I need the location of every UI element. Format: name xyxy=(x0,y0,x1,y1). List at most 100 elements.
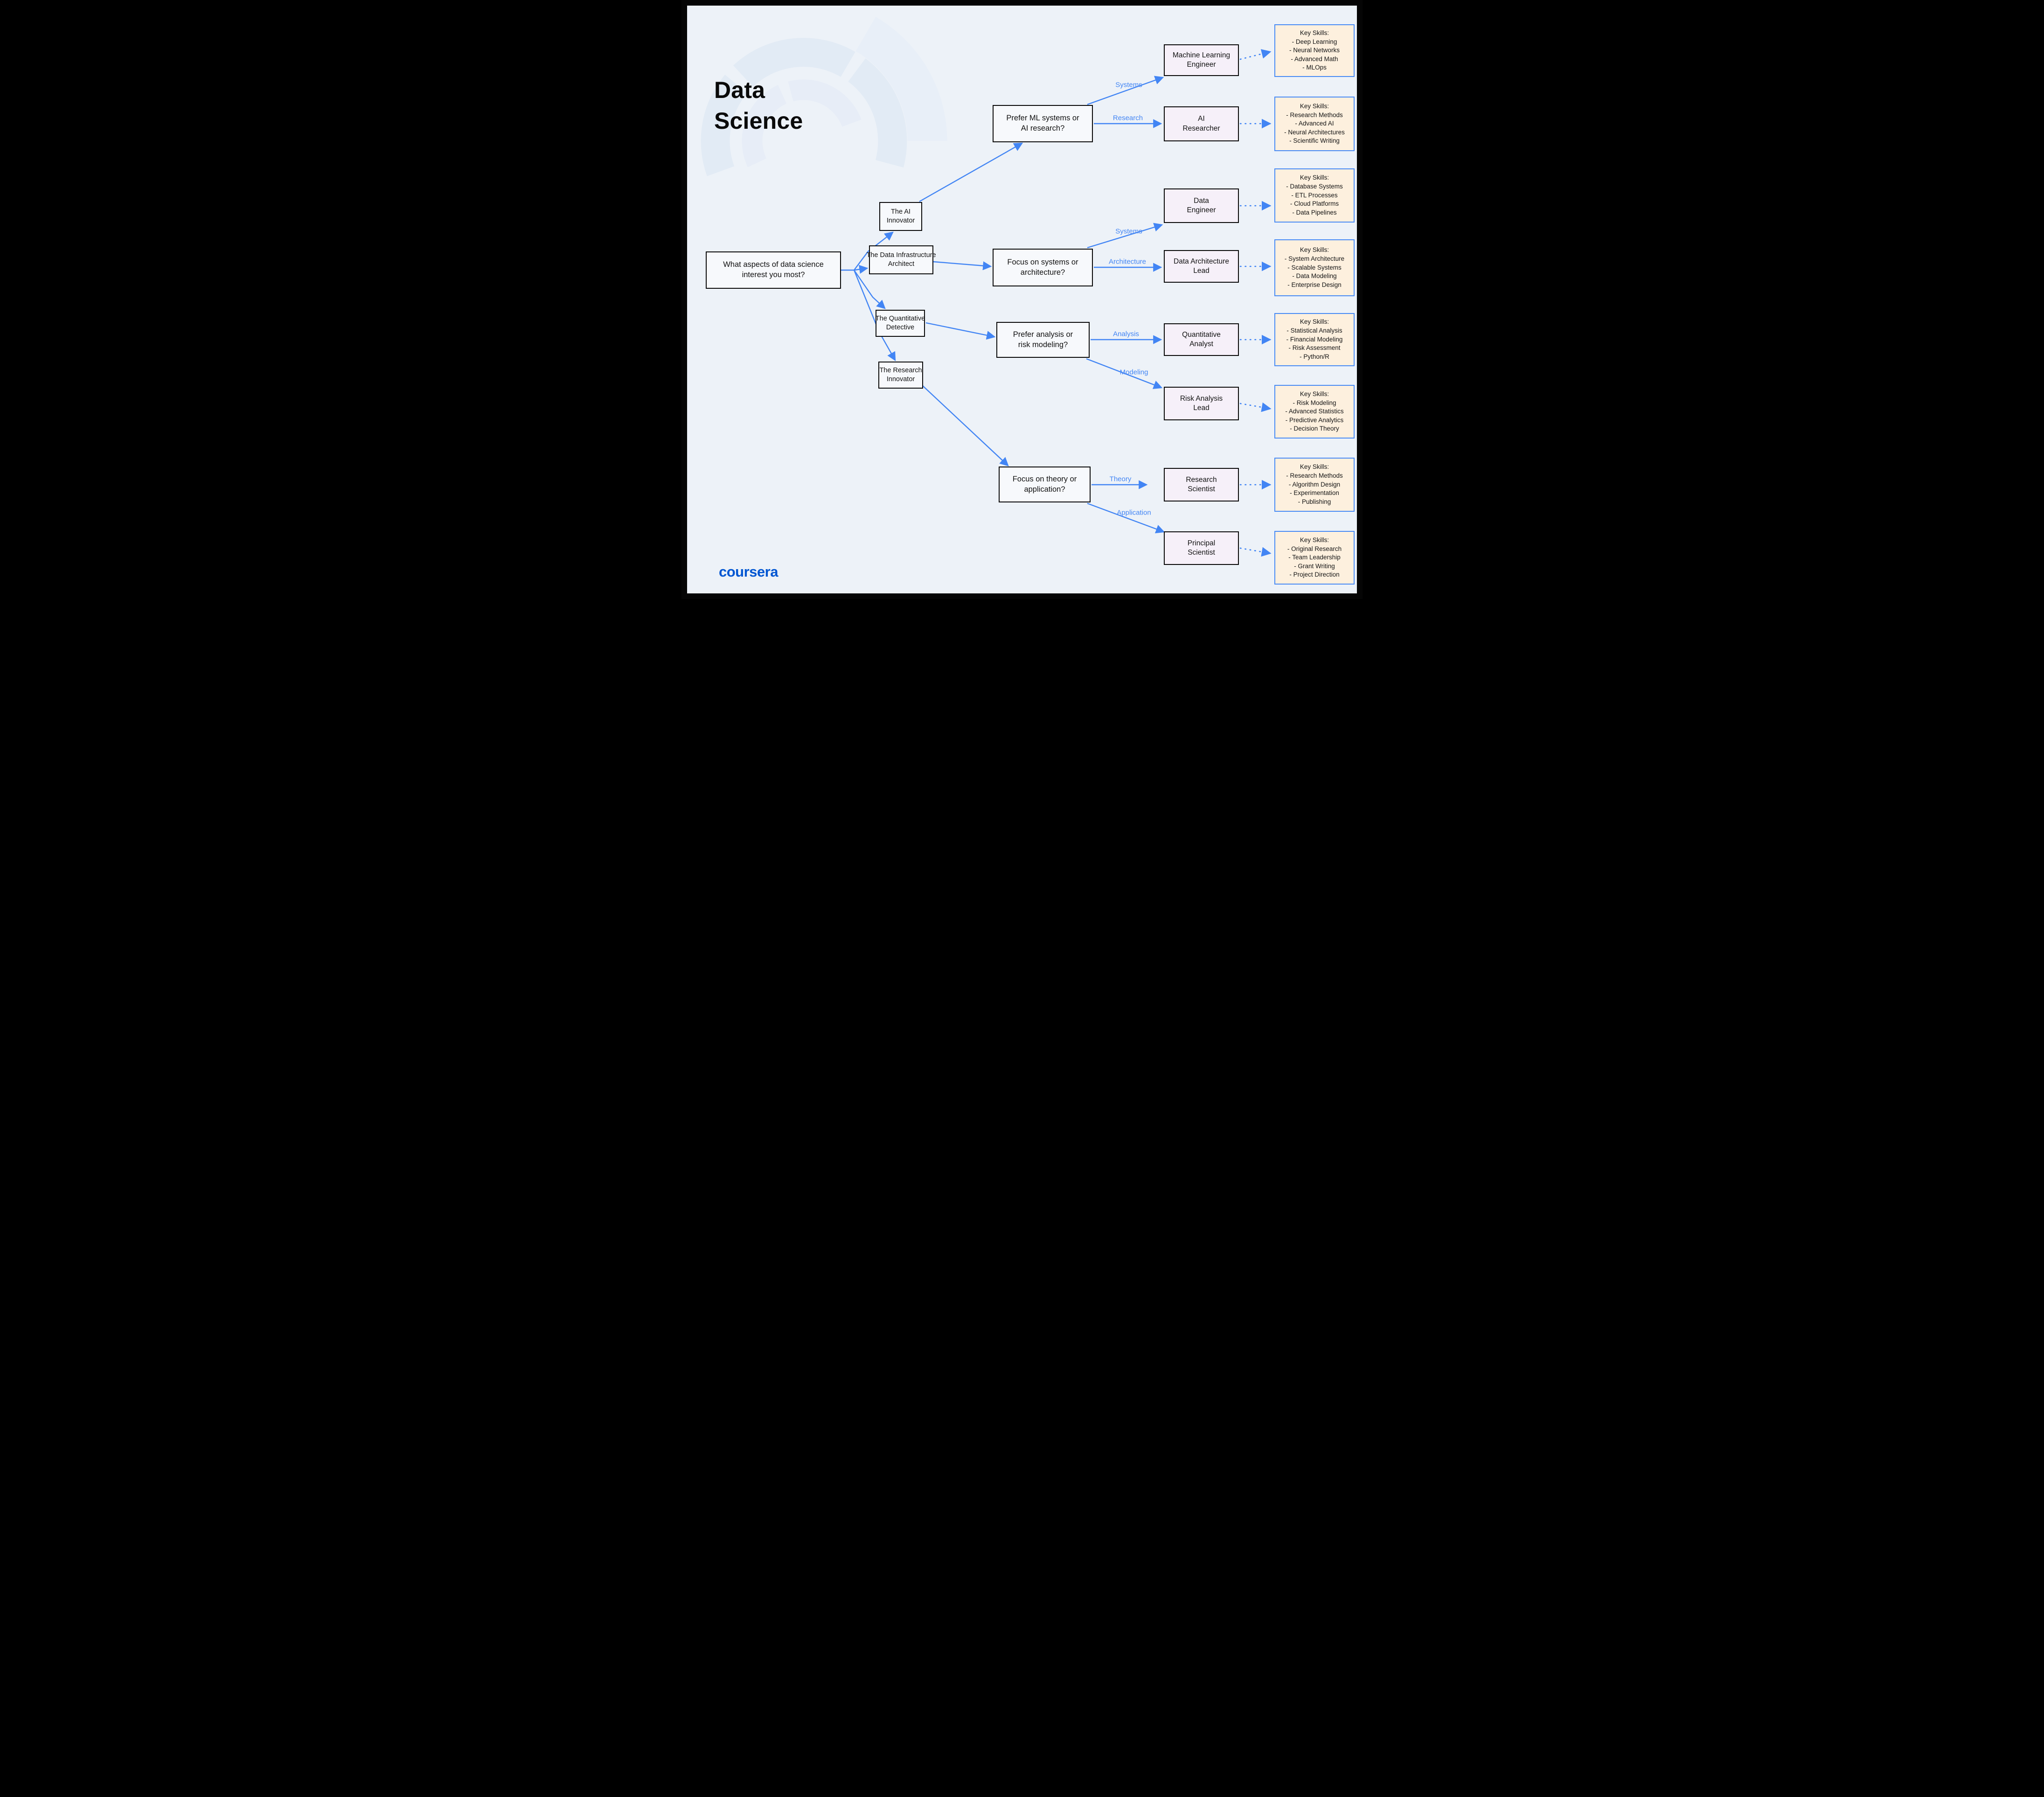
skill-item: - Deep Learning xyxy=(1292,38,1337,45)
decision-theory-or-application-node: Focus on theory or application? xyxy=(999,467,1091,502)
skill-item: - Research Methods xyxy=(1286,472,1343,480)
skills-research-scientist-box: Key Skills: - Research Methods - Algorit… xyxy=(1274,458,1355,512)
role-label: Lead xyxy=(1193,404,1210,412)
role-label: Machine Learning xyxy=(1172,51,1231,59)
edge-root-to-data-infrastructure xyxy=(854,265,869,274)
role-label: Lead xyxy=(1193,267,1210,275)
page-title: Data Science xyxy=(714,75,803,136)
skill-item: - Team Leadership xyxy=(1288,554,1341,561)
edge-label-architecture: Architecture xyxy=(1108,258,1147,266)
edge-label-research: Research xyxy=(1112,114,1143,122)
skills-heading: Key Skills: xyxy=(1300,318,1329,326)
skill-item: - Decision Theory xyxy=(1290,425,1339,432)
role-data-architecture-lead-node: Data Architecture Lead xyxy=(1164,250,1239,283)
skills-heading: Key Skills: xyxy=(1300,246,1329,254)
role-label: Principal xyxy=(1187,539,1216,547)
role-label: Scientist xyxy=(1188,485,1215,493)
skill-item: - Research Methods xyxy=(1286,111,1343,118)
persona-label: Innovator xyxy=(886,376,915,383)
skills-heading: Key Skills: xyxy=(1300,174,1329,181)
role-label: Research xyxy=(1186,475,1217,484)
decision-label: Prefer ML systems or xyxy=(1006,114,1079,123)
persona-label: Innovator xyxy=(886,217,915,224)
edge-label-application: Application xyxy=(1117,508,1151,517)
edge-decision4-to-principal-scientist xyxy=(1087,502,1165,534)
role-label: Quantitative xyxy=(1182,330,1221,339)
decision-label: AI research? xyxy=(1021,124,1065,132)
decision-label: Focus on theory or xyxy=(1012,474,1077,483)
role-research-scientist-node: Research Scientist xyxy=(1164,468,1239,501)
skill-item: - MLOps xyxy=(1302,64,1327,71)
skill-item: - Cloud Platforms xyxy=(1290,200,1339,208)
skill-item: - Original Research xyxy=(1287,545,1342,552)
edge-research-innovator-to-decision4 xyxy=(921,384,1009,467)
skill-item: - Statistical Analysis xyxy=(1286,327,1342,334)
skill-item: - Advanced Statistics xyxy=(1285,408,1344,415)
role-label: Engineer xyxy=(1187,61,1216,69)
persona-research-innovator-node: The Research Innovator xyxy=(878,362,923,389)
edge-risk-analysis-lead-to-skills xyxy=(1239,402,1272,412)
skill-item: - Enterprise Design xyxy=(1287,281,1342,288)
skill-item: - Neural Networks xyxy=(1289,47,1340,54)
role-data-engineer-node: Data Engineer xyxy=(1164,188,1239,223)
skill-item: - Data Modeling xyxy=(1292,272,1337,280)
decision-label: architecture? xyxy=(1020,268,1065,277)
skill-item: - Financial Modeling xyxy=(1286,335,1343,343)
skill-item: - Neural Architectures xyxy=(1284,128,1345,136)
skills-heading: Key Skills: xyxy=(1300,390,1329,397)
role-principal-scientist-node: Principal Scientist xyxy=(1164,531,1239,565)
role-label: AI xyxy=(1198,115,1205,123)
persona-data-infrastructure-architect-node: The Data Infrastructure Architect xyxy=(866,245,936,274)
root-question-line2: interest you most? xyxy=(742,271,805,279)
skill-item: - System Architecture xyxy=(1284,255,1345,263)
edge-label-theory: Theory xyxy=(1109,475,1132,483)
flowchart-canvas: Data Science xyxy=(681,0,1363,599)
edge-data-infrastructure-to-decision2 xyxy=(933,261,992,271)
persona-label: The AI xyxy=(891,208,911,216)
role-machine-learning-engineer-node: Machine Learning Engineer xyxy=(1164,44,1239,76)
decision-label: risk modeling? xyxy=(1018,340,1068,349)
skill-item: - Algorithm Design xyxy=(1288,481,1341,488)
edge-label-modeling: Modeling xyxy=(1119,368,1148,376)
role-label: Risk Analysis xyxy=(1180,394,1223,403)
skill-item: - Advanced AI xyxy=(1295,120,1334,127)
skills-risk-analysis-lead-box: Key Skills: - Risk Modeling - Advanced S… xyxy=(1274,385,1355,439)
skills-data-architecture-lead-box: Key Skills: - System Architecture - Scal… xyxy=(1274,239,1355,296)
skills-data-engineer-box: Key Skills: - Database Systems - ETL Pro… xyxy=(1274,168,1355,223)
decision-label: Focus on systems or xyxy=(1007,258,1078,266)
skills-heading: Key Skills: xyxy=(1300,102,1329,110)
persona-ai-innovator-node: The AI Innovator xyxy=(879,202,922,231)
skills-machine-learning-engineer-box: Key Skills: - Deep Learning - Neural Net… xyxy=(1274,24,1355,77)
role-label: Engineer xyxy=(1187,206,1216,214)
root-question-node: What aspects of data science interest yo… xyxy=(706,251,841,289)
page-title-line2: Science xyxy=(714,108,803,134)
edge-principal-scientist-to-skills xyxy=(1239,547,1272,557)
skill-item: - Database Systems xyxy=(1286,183,1343,190)
persona-label: The Research xyxy=(879,366,922,374)
persona-quantitative-detective-node: The Quantitative Detective xyxy=(876,310,925,337)
edge-ml-engineer-to-skills xyxy=(1239,49,1272,60)
root-question-line1: What aspects of data science xyxy=(723,260,824,269)
skill-item: - Experimentation xyxy=(1290,489,1339,497)
role-label: Researcher xyxy=(1182,124,1220,132)
role-quantitative-analyst-node: Quantitative Analyst xyxy=(1164,323,1239,356)
skill-item: - Scalable Systems xyxy=(1287,264,1342,271)
decision-ml-systems-or-ai-research-node: Prefer ML systems or AI research? xyxy=(993,105,1093,142)
edge-label-systems-ml: Systems xyxy=(1115,81,1142,89)
persona-label: The Data Infrastructure xyxy=(866,251,936,259)
page-title-line1: Data xyxy=(714,77,765,103)
role-label: Data xyxy=(1194,196,1209,205)
role-label: Analyst xyxy=(1189,340,1213,348)
skills-quantitative-analyst-box: Key Skills: - Statistical Analysis - Fin… xyxy=(1274,313,1355,366)
edge-root-to-quantitative-detective xyxy=(854,270,886,309)
decision-analysis-or-risk-modeling-node: Prefer analysis or risk modeling? xyxy=(996,322,1090,358)
coursera-logo: coursera xyxy=(719,564,778,580)
edge-ai-innovator-to-decision1 xyxy=(919,142,1023,202)
skills-heading: Key Skills: xyxy=(1300,29,1329,36)
skill-item: - Project Direction xyxy=(1289,571,1340,578)
decision-systems-or-architecture-node: Focus on systems or architecture? xyxy=(993,249,1093,286)
skill-item: - Risk Assessment xyxy=(1288,344,1341,352)
skill-item: - Python/R xyxy=(1300,353,1329,360)
edge-quantitative-detective-to-decision3 xyxy=(925,322,996,340)
decision-label: Prefer analysis or xyxy=(1013,330,1073,339)
